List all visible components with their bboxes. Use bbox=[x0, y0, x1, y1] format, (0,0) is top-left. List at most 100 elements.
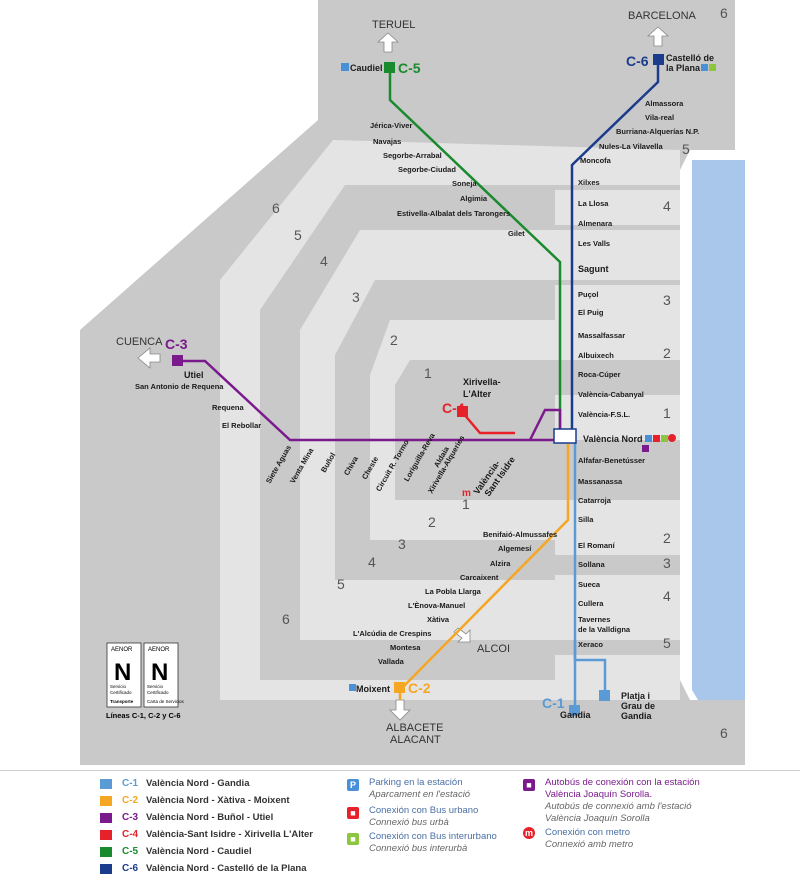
station: Benifaió-Almussafes bbox=[483, 530, 557, 539]
legend-sorolla-sub: Autobús de connexió amb l'estació bbox=[545, 801, 692, 812]
station: Catarroja bbox=[578, 496, 612, 505]
legend-swatch-c3 bbox=[100, 813, 112, 823]
station: Jérica-Viver bbox=[370, 121, 412, 130]
fare-zones bbox=[80, 0, 745, 765]
legend-metro-sub: Connexió amb metro bbox=[545, 839, 634, 850]
destination-albacete: ALBACETE bbox=[386, 722, 443, 734]
aenor-logo: AENOR bbox=[148, 647, 170, 653]
terminal-marker-c3 bbox=[172, 355, 183, 366]
legend-code-c4: C-4 bbox=[122, 829, 139, 840]
station-valencia-nord: València Nord bbox=[583, 434, 643, 444]
south-stations: Alfafar-Benetússer Massanassa Catarroja … bbox=[578, 456, 645, 649]
legend-swatch-c1 bbox=[100, 779, 112, 789]
terminal-utiel: Utiel bbox=[184, 370, 204, 380]
station: Sueca bbox=[578, 580, 601, 589]
legend-code-c3: C-3 bbox=[122, 812, 139, 823]
parking-icon bbox=[349, 684, 356, 691]
terminal-marker-c4 bbox=[457, 406, 468, 417]
zone-label: 2 bbox=[428, 514, 436, 530]
station: San Antonio de Requena bbox=[135, 382, 224, 391]
destination-cuenca: CUENCA bbox=[116, 336, 163, 348]
station: Segorbe-Arrabal bbox=[383, 151, 442, 160]
station: El Rebollar bbox=[222, 421, 261, 430]
zone-label: 1 bbox=[462, 496, 470, 512]
station: Estivella-Albalat dels Tarongers bbox=[397, 209, 510, 218]
aenor-text: Servicio bbox=[147, 684, 164, 689]
station: Carcaixent bbox=[460, 573, 499, 582]
aenor-logo: AENOR bbox=[111, 647, 133, 653]
zone-label: 6 bbox=[720, 725, 728, 741]
legend-sorolla-title: Autobús de conexión con la estación bbox=[545, 777, 700, 788]
metro-icon bbox=[668, 434, 676, 442]
zone-label: 2 bbox=[390, 332, 398, 348]
bus-interurban-icon bbox=[661, 435, 668, 442]
station: L'Ènova-Manuel bbox=[408, 601, 465, 610]
arrow-up-icon bbox=[646, 26, 670, 47]
terminal-xirivella-alter: L'Alter bbox=[463, 389, 492, 399]
aenor-text: Certificado bbox=[147, 690, 169, 695]
station: La Llosa bbox=[578, 199, 609, 208]
terminal-moixent: Moixent bbox=[356, 684, 390, 694]
parking-icon bbox=[645, 435, 652, 442]
aenor-mark: N bbox=[151, 659, 168, 686]
destination-alacant: ALACANT bbox=[390, 734, 441, 746]
rail-network-map: 6 6 5 4 3 2 1 1 2 3 4 5 6 5 4 3 2 1 2 3 … bbox=[80, 0, 745, 765]
zone-label: 5 bbox=[663, 635, 671, 651]
zone-label: 3 bbox=[663, 292, 671, 308]
zone-labels: 6 6 5 4 3 2 1 1 2 3 4 5 6 5 4 3 2 1 2 3 … bbox=[272, 5, 728, 741]
line-c1 bbox=[573, 440, 607, 695]
legend-name-c6: València Nord - Castelló de la Plana bbox=[146, 863, 307, 874]
bus-sorolla-icon bbox=[642, 445, 649, 452]
station: Massalfassar bbox=[578, 331, 625, 340]
legend-bus-urban-sub: Connexió bus urbà bbox=[369, 817, 449, 828]
aenor-text: Certificado bbox=[110, 690, 132, 695]
destination-barcelona: BARCELONA bbox=[628, 10, 697, 22]
zone-label: 5 bbox=[682, 141, 690, 157]
legend-code-c2: C-2 bbox=[122, 795, 139, 806]
parking-icon bbox=[341, 63, 349, 71]
legend-code-c5: C-5 bbox=[122, 846, 139, 857]
station: Gilet bbox=[508, 229, 525, 238]
station: València-Cabanyal bbox=[578, 390, 644, 399]
aenor-caption: Líneas C-1, C-2 y C-6 bbox=[106, 711, 181, 720]
arrow-left-icon bbox=[137, 347, 161, 369]
aenor-mark: N bbox=[114, 659, 131, 686]
bus-urban-icon bbox=[653, 435, 660, 442]
zone-label: 2 bbox=[663, 530, 671, 546]
station: Xilxes bbox=[578, 178, 600, 187]
legend: C-1 València Nord - Gandia C-2 València … bbox=[0, 770, 800, 885]
bus-sorolla-icon: ■ bbox=[523, 779, 535, 791]
terminal-marker-platja-gandia bbox=[599, 690, 610, 701]
station: Alfafar-Benetússer bbox=[578, 456, 645, 465]
terminal-castello: Castelló de bbox=[666, 53, 714, 63]
arrow-down-icon bbox=[389, 699, 411, 721]
line-code-c4: C-4 bbox=[442, 400, 465, 416]
legend-parking-sub: Aparcament en l'estació bbox=[369, 789, 471, 800]
station: El Puig bbox=[578, 308, 604, 317]
zone-label: 3 bbox=[352, 289, 360, 305]
legend-name-c5: València Nord - Caudiel bbox=[146, 846, 252, 857]
zone-label: 1 bbox=[663, 405, 671, 421]
legend-bus-interurban: Conexión con Bus interurbano Connexió bu… bbox=[369, 831, 497, 855]
terminal-xirivella-alter: Xirivella- bbox=[463, 377, 501, 387]
station: Algimia bbox=[460, 194, 488, 203]
station: Requena bbox=[212, 403, 245, 412]
legend-bus-sorolla: Autobús de conexión con la estación Valè… bbox=[545, 777, 700, 825]
destination-teruel: TERUEL bbox=[372, 19, 415, 31]
terminal-marker-c6 bbox=[653, 54, 664, 65]
station: Massanassa bbox=[578, 477, 623, 486]
zone-label: 4 bbox=[663, 198, 671, 214]
legend-bus-urban: Conexión con Bus urbano Connexió bus urb… bbox=[369, 805, 478, 829]
legend-name-c3: València Nord - Buñol - Utiel bbox=[146, 812, 274, 823]
aenor-text: Carta de Servicios bbox=[147, 699, 185, 704]
line-code-c5: C-5 bbox=[398, 60, 421, 76]
legend-code-c6: C-6 bbox=[122, 863, 139, 874]
zone-label: 2 bbox=[663, 345, 671, 361]
legend-bus-inter-title: Conexión con Bus interurbano bbox=[369, 831, 497, 842]
parking-icon bbox=[701, 64, 708, 71]
terminal-platja-gandia: Platja i bbox=[621, 691, 650, 701]
bus-interurban-icon bbox=[709, 64, 716, 71]
parking-icon: P bbox=[347, 779, 359, 791]
station: Moncofa bbox=[580, 156, 612, 165]
station: El Romaní bbox=[578, 541, 616, 550]
